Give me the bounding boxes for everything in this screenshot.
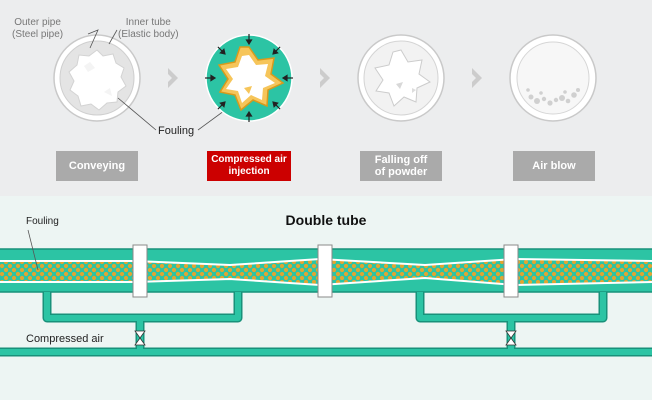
step-compressed-air-injection: Compressed air injection <box>207 151 291 181</box>
step-air-blow: Air blow <box>513 151 595 181</box>
chevron-right-icon <box>168 68 178 88</box>
fouling-label-top: Fouling <box>158 125 195 137</box>
flange <box>317 244 333 298</box>
chevron-right-icons <box>168 68 482 88</box>
bottom-panel-bg <box>0 196 652 400</box>
flange <box>503 244 519 298</box>
compressed-air-lines <box>0 292 652 357</box>
cross-section-air-blow <box>509 34 597 122</box>
pipe-flanges <box>132 244 519 298</box>
cross-section-falling-off <box>357 34 445 122</box>
outer-pipe-label-subtext: (Steel pipe) <box>12 29 64 40</box>
flange <box>132 244 148 298</box>
fouling-label-bottom: Fouling <box>26 216 59 227</box>
inner-tube-label-text: Inner tube <box>125 17 171 28</box>
valve-icon <box>134 330 146 346</box>
double-tube-title: Double tube <box>285 212 367 228</box>
chevron-right-icon <box>472 68 482 88</box>
step-falling-off-of-powder: Falling off of powder <box>360 151 442 181</box>
outer-pipe-label: Outer pipe (Steel pipe) <box>12 17 63 41</box>
valve-icon <box>505 330 517 346</box>
cross-section-conveying <box>53 34 141 122</box>
fouling-leader-line <box>27 229 39 271</box>
chevron-right-icon <box>320 68 330 88</box>
cross-section-injection <box>205 34 293 122</box>
compressed-air-label: Compressed air <box>26 333 104 345</box>
outer-pipe-label-text: Outer pipe <box>14 17 61 28</box>
inward-arrow-icons <box>205 34 293 122</box>
step-conveying: Conveying <box>56 151 138 181</box>
valve-icons <box>134 330 517 346</box>
inner-tube-label-subtext: (Elastic body) <box>118 29 179 40</box>
inner-tube-label: Inner tube (Elastic body) <box>118 17 179 41</box>
